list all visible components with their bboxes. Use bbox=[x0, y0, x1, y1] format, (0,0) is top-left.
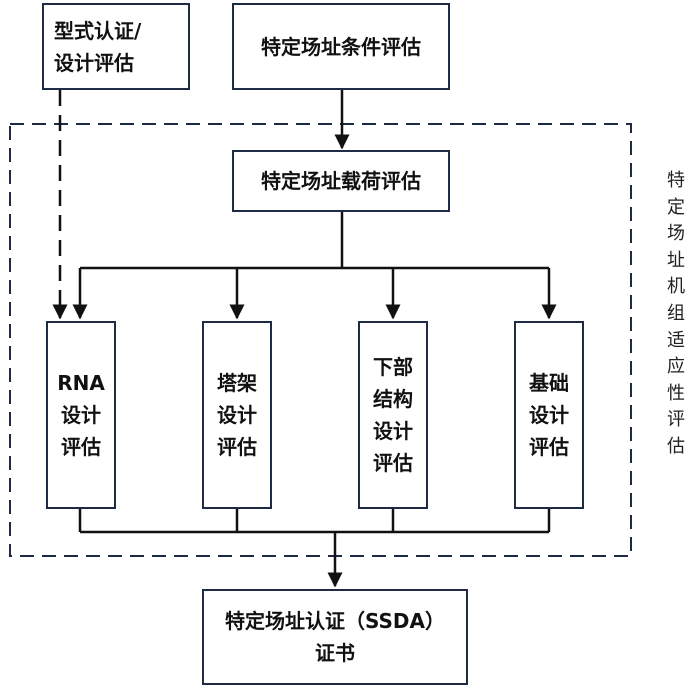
rna-line2: 设计 bbox=[61, 403, 101, 427]
substructure-box: 下部 结构 设计 评估 bbox=[358, 321, 428, 509]
site-conditions-box: 特定场址条件评估 bbox=[232, 3, 450, 90]
foundation-line2: 设计 bbox=[529, 403, 569, 427]
rna-box: RNA 设计 评估 bbox=[46, 321, 116, 509]
substructure-line1: 下部 bbox=[373, 355, 413, 379]
side-char: 应 bbox=[667, 356, 685, 378]
ssda-line1: 特定场址认证（SSDA） bbox=[225, 609, 445, 633]
tower-line2: 设计 bbox=[217, 403, 257, 427]
rna-line3: 评估 bbox=[61, 435, 101, 459]
substructure-line4: 评估 bbox=[373, 451, 413, 475]
tower-line3: 评估 bbox=[217, 435, 257, 459]
type-cert-box: 型式认证/ 设计评估 bbox=[42, 3, 190, 90]
substructure-line3: 设计 bbox=[373, 419, 413, 443]
substructure-line2: 结构 bbox=[373, 387, 413, 411]
side-char: 组 bbox=[667, 302, 685, 324]
side-char: 估 bbox=[667, 435, 685, 457]
site-conditions-label: 特定场址条件评估 bbox=[261, 34, 421, 59]
side-char: 评 bbox=[667, 409, 685, 431]
side-char: 定 bbox=[667, 196, 685, 218]
rna-line1: RNA bbox=[57, 371, 105, 395]
foundation-line3: 评估 bbox=[529, 435, 569, 459]
ssda-box: 特定场址认证（SSDA） 证书 bbox=[202, 589, 468, 685]
foundation-box: 基础 设计 评估 bbox=[514, 321, 584, 509]
side-char: 机 bbox=[667, 276, 685, 298]
tower-box: 塔架 设计 评估 bbox=[202, 321, 272, 509]
side-char: 特 bbox=[667, 170, 685, 191]
site-loads-box: 特定场址载荷评估 bbox=[232, 150, 450, 212]
type-cert-line1: 型式认证/ bbox=[54, 18, 142, 43]
site-loads-label: 特定场址载荷评估 bbox=[261, 169, 421, 193]
ssda-line2: 证书 bbox=[315, 641, 355, 665]
side-label: 特 定 场 址 机 组 适 应 性 评 估 bbox=[664, 168, 688, 461]
foundation-line1: 基础 bbox=[529, 371, 569, 395]
side-char: 适 bbox=[667, 329, 685, 351]
side-char: 场 bbox=[667, 223, 685, 245]
adaptability-region bbox=[9, 123, 632, 557]
side-char: 性 bbox=[667, 382, 685, 404]
type-cert-line2: 设计评估 bbox=[54, 50, 134, 75]
side-char: 址 bbox=[667, 249, 685, 271]
tower-line1: 塔架 bbox=[217, 371, 257, 395]
